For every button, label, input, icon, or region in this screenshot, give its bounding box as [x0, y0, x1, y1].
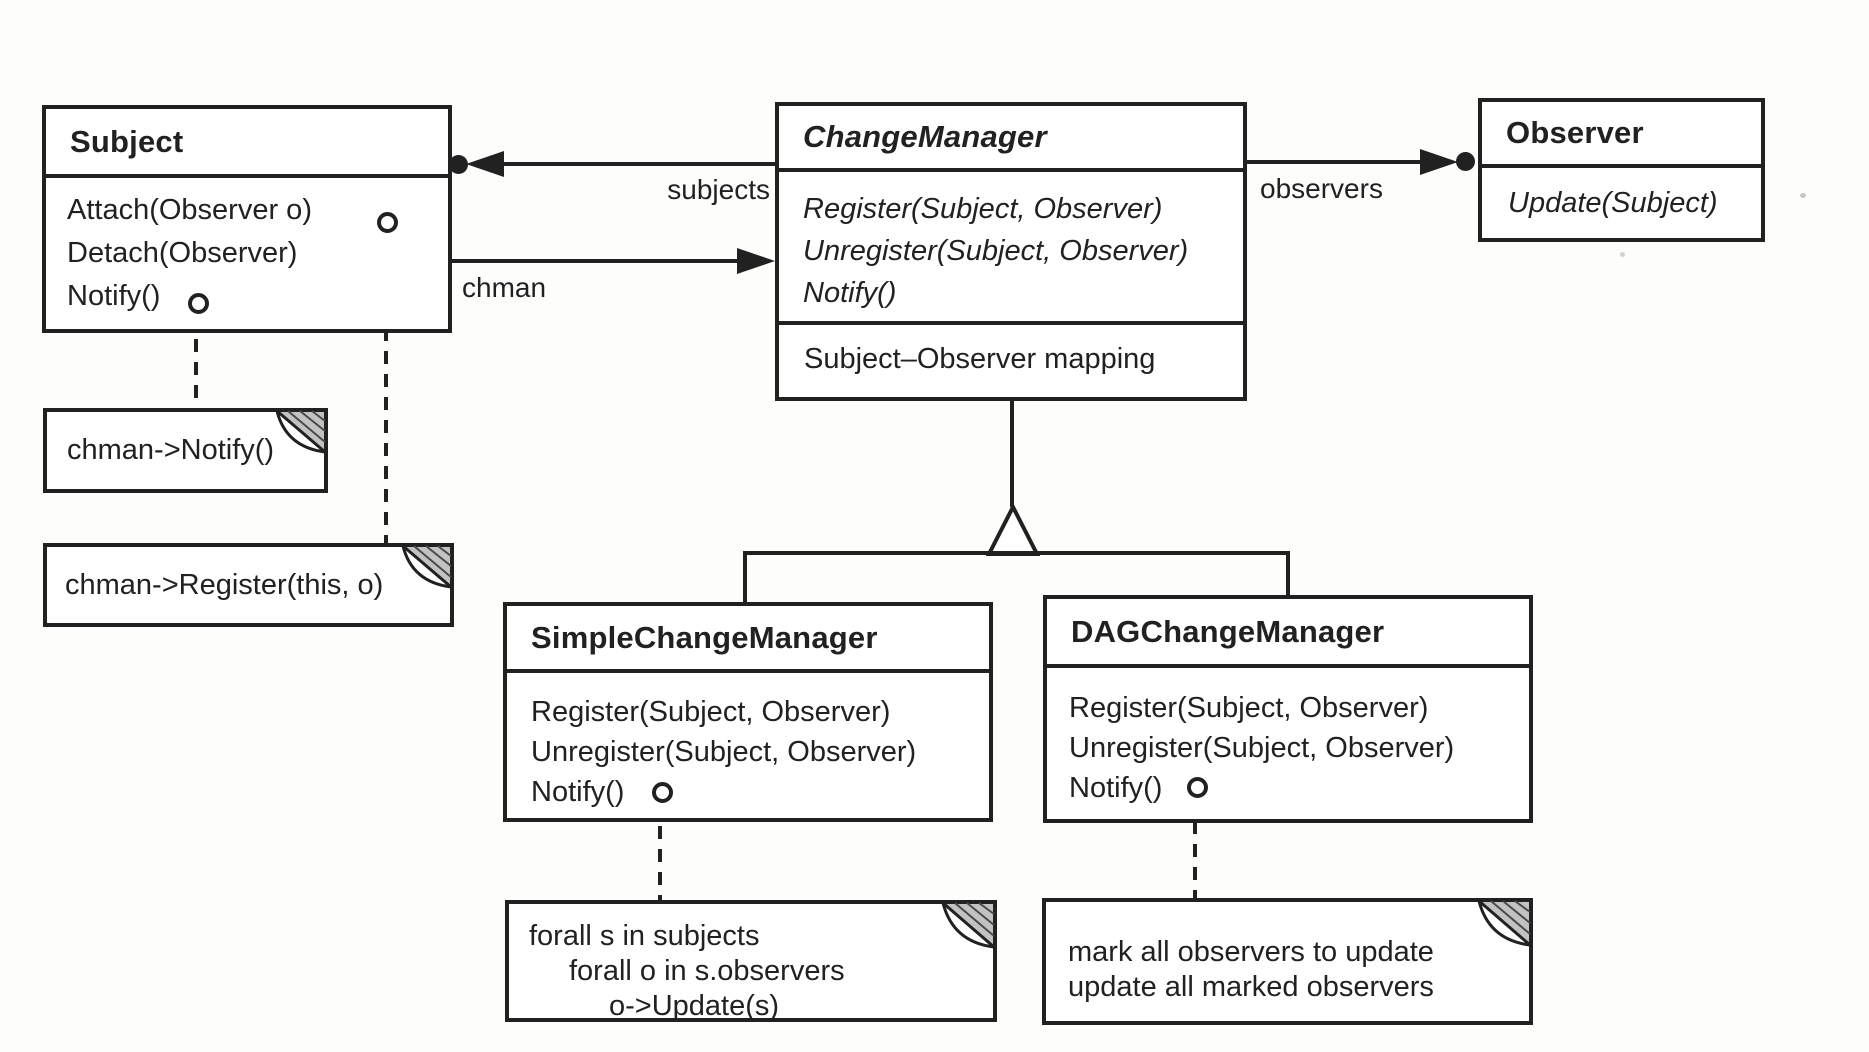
class-attribute: Subject–Observer mapping: [804, 342, 1156, 375]
class-title: Subject: [46, 109, 448, 178]
inheritance-crossbar-line: [743, 551, 1290, 555]
dog-ear-icon: [274, 410, 326, 455]
note-chman-register: chman->Register(this, o): [43, 543, 454, 627]
class-box-simple-change-manager: SimpleChangeManager Register(Subject, Ob…: [503, 602, 993, 822]
scan-speckle: [1800, 193, 1806, 198]
association-subjects-line: [500, 162, 775, 166]
inheritance-stem-line: [1010, 401, 1014, 507]
annotation-circle-icon: [652, 782, 673, 803]
arrowhead-right-icon: [737, 248, 775, 274]
association-label-chman: chman: [462, 272, 547, 303]
class-method: Attach(Observer o): [67, 194, 312, 226]
aggregation-dot-icon: [449, 155, 468, 174]
note-text: o->Update(s): [609, 990, 780, 1022]
note-simple-notify: forall s in subjects forall o in s.obser…: [505, 900, 997, 1022]
inheritance-drop-left-line: [743, 551, 747, 602]
note-text: forall o in s.observers: [569, 955, 845, 987]
class-title: SimpleChangeManager: [507, 606, 989, 673]
note-dag-notify: mark all observers to update update all …: [1042, 898, 1533, 1025]
class-method: Notify(): [1069, 772, 1163, 804]
class-method: Update(Subject): [1508, 186, 1718, 219]
annotation-circle-icon: [188, 293, 209, 314]
class-method: Register(Subject, Observer): [803, 193, 1163, 225]
class-method: Notify(): [531, 776, 625, 808]
inheritance-triangle-icon: [986, 504, 1040, 556]
class-box-change-manager: ChangeManager Register(Subject, Observer…: [775, 102, 1247, 401]
association-chman-line: [452, 259, 740, 263]
class-title: DAGChangeManager: [1047, 599, 1529, 668]
note-text: chman->Notify(): [67, 434, 275, 466]
class-method: Register(Subject, Observer): [531, 696, 891, 728]
inheritance-drop-right-line: [1286, 551, 1290, 597]
arrowhead-right-icon: [1420, 149, 1458, 175]
scan-speckle: [1620, 252, 1625, 257]
class-title: Observer: [1482, 102, 1761, 168]
class-method: Unregister(Subject, Observer): [803, 235, 1189, 267]
dashed-link-attach-note: [384, 236, 388, 543]
class-title: ChangeManager: [779, 106, 1243, 172]
aggregation-dot-icon: [1456, 152, 1475, 171]
dog-ear-icon: [940, 902, 995, 950]
class-method: Unregister(Subject, Observer): [1069, 732, 1455, 764]
note-text: update all marked observers: [1068, 971, 1434, 1003]
class-method: Register(Subject, Observer): [1069, 692, 1429, 724]
note-text: forall s in subjects: [529, 920, 760, 952]
annotation-circle-icon: [377, 212, 398, 233]
note-chman-notify: chman->Notify(): [43, 408, 328, 493]
note-text: mark all observers to update: [1068, 936, 1434, 968]
dashed-link-simple-note: [658, 803, 662, 900]
class-method: Unregister(Subject, Observer): [531, 736, 917, 768]
class-box-dag-change-manager: DAGChangeManager Register(Subject, Obser…: [1043, 595, 1533, 823]
note-text: chman->Register(this, o): [65, 568, 384, 601]
association-label-subjects: subjects: [667, 174, 770, 205]
annotation-circle-icon: [1187, 777, 1208, 798]
class-method: Notify(): [67, 280, 161, 312]
association-observers-line: [1247, 160, 1425, 164]
dog-ear-icon: [400, 545, 452, 590]
dashed-link-dag-note: [1193, 798, 1197, 898]
class-method: Notify(): [803, 277, 897, 309]
association-label-observers: observers: [1260, 173, 1383, 204]
arrowhead-left-icon: [466, 151, 504, 177]
dashed-link-notify-note: [194, 316, 198, 408]
class-box-observer: Observer Update(Subject): [1478, 98, 1765, 242]
class-method: Detach(Observer): [67, 237, 298, 269]
dog-ear-icon: [1476, 900, 1531, 948]
